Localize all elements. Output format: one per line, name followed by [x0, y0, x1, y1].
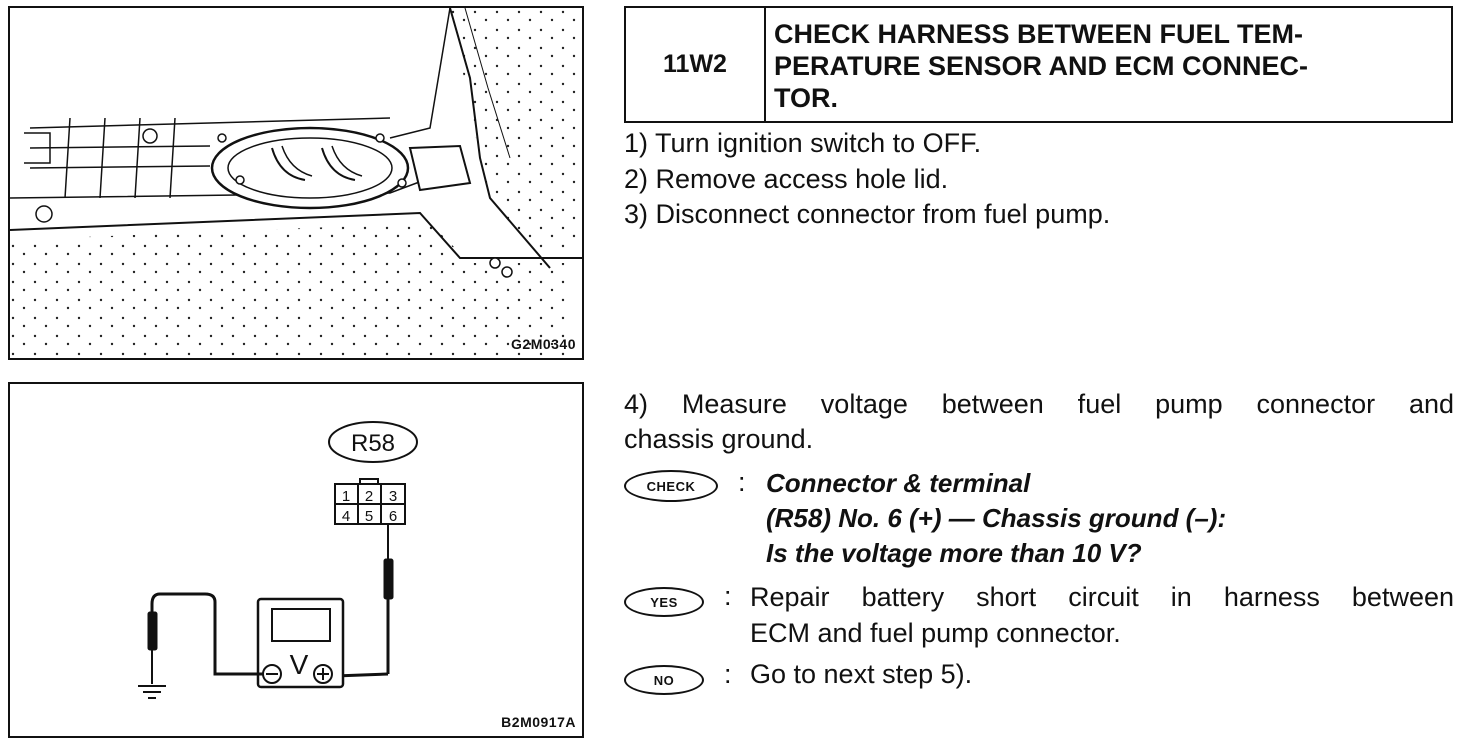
figure-voltage-measurement: R58 1 2 3 4 5 6 [8, 382, 584, 738]
figure-code: B2M0917A [501, 714, 576, 730]
svg-text:5: 5 [365, 508, 373, 525]
measure-step: 4) Measure voltage between fuel pump con… [624, 387, 1454, 457]
connector-pins [334, 478, 406, 525]
title-line: CHECK HARNESS BETWEEN FUEL TEM- [774, 19, 1304, 49]
connector-label: R58 [351, 430, 395, 457]
negative-probe [147, 592, 263, 684]
measure-line: 4) Measure voltage between fuel pump con… [624, 389, 1454, 419]
yes-colon: : [724, 581, 732, 611]
no-result: Go to next step 5). [750, 659, 973, 689]
step-header: 11W2 CHECK HARNESS BETWEEN FUEL TEM- PER… [624, 6, 1453, 123]
yes-badge: YES [624, 587, 704, 617]
check-condition: Connector & terminal (R58) No. 6 (+) — C… [766, 466, 1226, 571]
svg-text:6: 6 [389, 508, 397, 525]
title-line: PERATURE SENSOR AND ECM CONNEC- [774, 51, 1309, 81]
title-line: TOR. [774, 83, 839, 113]
svg-text:1: 1 [342, 488, 350, 505]
yes-line: ECM and fuel pump connector. [750, 618, 1121, 648]
svg-text:4: 4 [342, 508, 350, 525]
ground-icon [138, 685, 166, 699]
no-colon: : [724, 659, 732, 689]
voltmeter-diagram: R58 1 2 3 4 5 6 [138, 421, 418, 699]
yes-result: Repair battery short circuit in harness … [750, 579, 1454, 651]
yes-line: Repair battery short circuit in harness … [750, 582, 1454, 612]
procedure-step-3: 3) Disconnect connector from fuel pump. [624, 199, 1111, 229]
check-colon: : [738, 467, 746, 497]
voltmeter [256, 597, 345, 689]
check-badge: CHECK [624, 470, 718, 502]
connector-label-oval [328, 421, 418, 463]
step-title: CHECK HARNESS BETWEEN FUEL TEM- PERATURE… [766, 8, 1451, 121]
procedure-step-1: 1) Turn ignition switch to OFF. [624, 128, 982, 158]
figure-code: G2M0340 [511, 336, 576, 352]
no-badge: NO [624, 665, 704, 695]
measure-line: chassis ground. [624, 424, 814, 454]
check-line: Is the voltage more than 10 V? [766, 538, 1142, 568]
pin-labels: 1 2 3 4 5 6 [342, 488, 397, 525]
check-line: (R58) No. 6 (+) — Chassis ground (–): [766, 503, 1227, 533]
svg-text:3: 3 [389, 488, 397, 505]
meter-symbol: V [290, 649, 309, 680]
figure-access-hole: G2M0340 [8, 6, 584, 360]
procedure-step-2: 2) Remove access hole lid. [624, 164, 949, 194]
check-line: Connector & terminal [766, 468, 1031, 498]
svg-text:2: 2 [365, 488, 373, 505]
step-number: 11W2 [626, 8, 766, 121]
access-hole-illustration [10, 8, 582, 358]
